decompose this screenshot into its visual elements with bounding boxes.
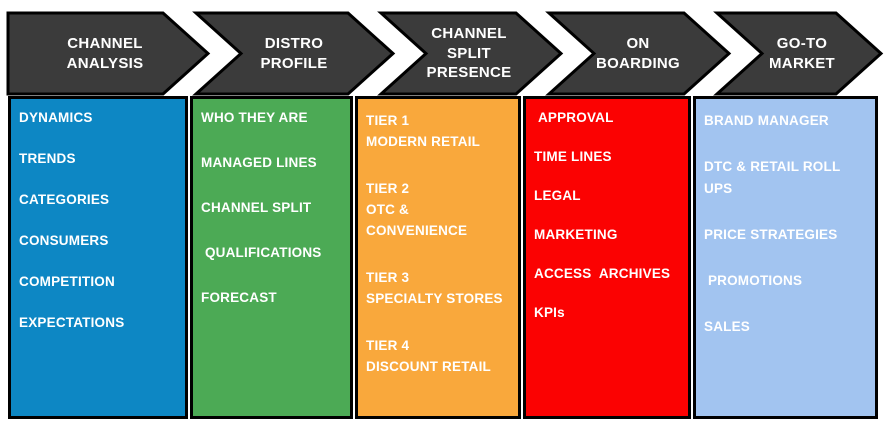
- stage-label-on-boarding: ON BOARDING: [595, 35, 681, 72]
- stage-label-go-to-market: GO-TO MARKET: [769, 35, 835, 72]
- column-item: TIER 3 SPECIALTY STORES: [366, 270, 503, 306]
- stage-arrow-go-to-market: [713, 11, 884, 96]
- column-item: QUALIFICATIONS: [201, 245, 322, 260]
- column-item: TIER 1 MODERN RETAIL: [366, 113, 481, 149]
- column-item: SALES: [704, 319, 751, 334]
- stage-label-channel-analysis: CHANNEL ANALYSIS: [66, 35, 144, 72]
- column-item: PROMOTIONS: [704, 273, 803, 288]
- column-item: KPIs: [534, 305, 565, 320]
- column-item: LEGAL: [534, 188, 581, 203]
- stage-label-distro-profile: DISTRO PROFILE: [260, 35, 328, 72]
- column-distro-profile: WHO THEY ARE MANAGED LINES CHANNEL SPLIT…: [190, 96, 353, 419]
- stage-arrow-distro-profile: [192, 11, 396, 96]
- column-go-to-market: BRAND MANAGER DTC & RETAIL ROLL UPS PRIC…: [693, 96, 878, 419]
- column-item: CONSUMERS: [19, 233, 109, 248]
- column-on-boarding: APPROVAL TIME LINES LEGAL MARKETING ACCE…: [523, 96, 691, 419]
- column-item: BRAND MANAGER: [704, 113, 829, 128]
- column-channel-analysis: DYNAMICS TRENDS CATEGORIES CONSUMERS COM…: [8, 96, 188, 419]
- column-item: TRENDS: [19, 151, 76, 166]
- column-item: MARKETING: [534, 227, 618, 242]
- column-item: MANAGED LINES: [201, 155, 317, 170]
- column-item: ACCESS ARCHIVES: [534, 266, 671, 281]
- column-channel-split-presence: TIER 1 MODERN RETAIL TIER 2 OTC & CONVEN…: [355, 96, 521, 419]
- stage-label-channel-split-presence: CHANNEL SPLIT PRESENCE: [426, 25, 512, 82]
- column-item: DYNAMICS: [19, 110, 93, 125]
- column-item: APPROVAL: [534, 110, 614, 125]
- column-item: TIER 4 DISCOUNT RETAIL: [366, 338, 491, 374]
- column-item: DTC & RETAIL ROLL UPS: [704, 159, 841, 196]
- column-item: CATEGORIES: [19, 192, 110, 207]
- column-item: PRICE STRATEGIES: [704, 227, 838, 242]
- column-item: CHANNEL SPLIT: [201, 200, 312, 215]
- column-item: WHO THEY ARE: [201, 110, 308, 125]
- stage-arrow-band: [6, 11, 884, 96]
- column-item: COMPETITION: [19, 274, 115, 289]
- column-item: FORECAST: [201, 290, 277, 305]
- column-item: EXPECTATIONS: [19, 315, 125, 330]
- stage-arrow-channel-analysis: [6, 11, 211, 96]
- column-item: TIME LINES: [534, 149, 612, 164]
- column-item: TIER 2 OTC & CONVENIENCE: [366, 181, 468, 238]
- stage-arrow-channel-split-presence: [377, 11, 564, 96]
- stage-arrow-on-boarding: [545, 11, 732, 96]
